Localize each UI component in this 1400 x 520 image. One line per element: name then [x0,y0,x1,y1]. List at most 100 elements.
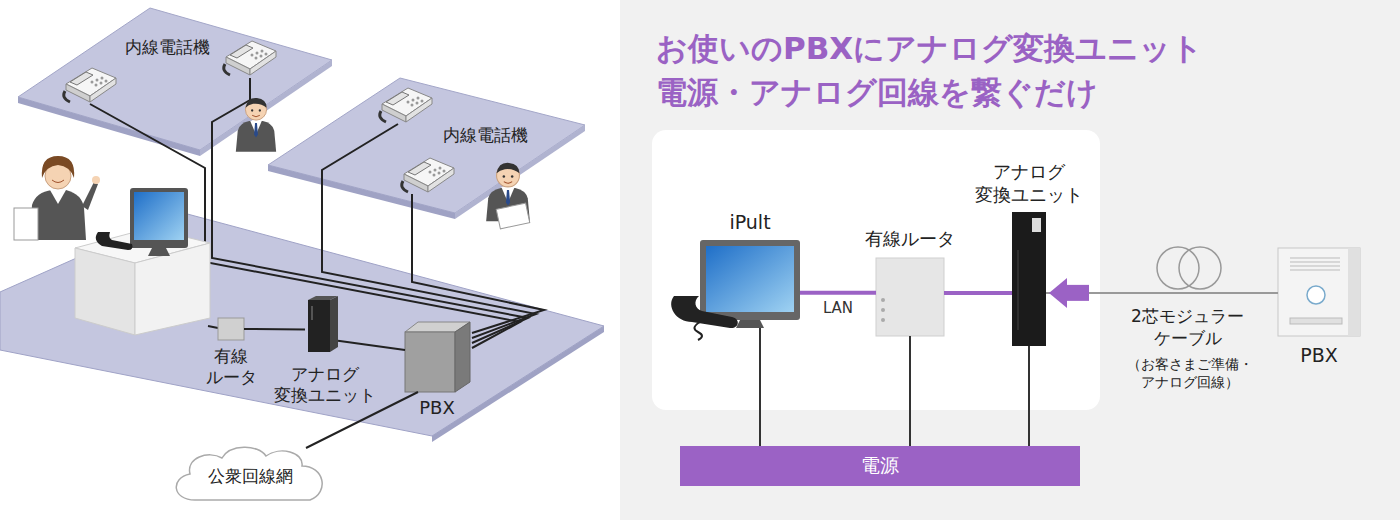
connector [1046,278,1278,308]
extension-phones-part [224,41,276,75]
right-devices-part-part [1290,266,1340,267]
right-devices-part [671,296,738,328]
right-devices-part [1290,318,1342,324]
connector [244,329,305,331]
reception-desk-part [96,232,133,250]
connector-line [338,341,405,350]
right-devices-part [881,298,885,302]
arrow-shaft [1067,285,1089,301]
right-devices-part [736,320,764,328]
connector-line [909,336,911,446]
phone-wires-part [412,194,544,333]
right-devices-part [876,258,944,336]
connector-line [944,291,1012,295]
phone-wires-part [208,326,218,328]
right-devices-part [881,318,885,322]
extension-phones [64,41,454,192]
node-label: 公衆回線網 [208,466,293,487]
connector-line [244,328,305,331]
free-label: 内線電話機 [443,124,553,146]
node-label: iPult [710,211,790,235]
left-floors-part [18,8,332,150]
left-floors [0,8,604,442]
analog-unit-device: アナログ 変換ユニット [1012,212,1046,346]
free-label: 2芯モジュラー ケーブル [1120,305,1255,349]
right-devices [671,212,1360,346]
free-label: 内線電話機 [125,36,235,58]
free-label: （お客さまご準備・ アナログ回線） [1116,355,1264,391]
public-network-cloud: 公衆回線網 [170,448,330,505]
connector-line [759,328,761,446]
office-people-part [50,190,66,204]
right-devices-part [1348,248,1360,336]
left-devices-part [308,300,330,352]
right-devices-part [700,240,800,320]
phone-wires-part [322,124,536,338]
reception-desk-part [130,188,188,248]
right-devices-part [1018,250,1019,330]
office-people-part [42,156,74,178]
office-people-part [496,203,530,229]
reception-desk-part [135,243,210,335]
right-devices-part [706,246,794,312]
diagram-title: お使いのPBXにアナログ変換ユニット 電源・アナログ回線を繋ぐだけ [656,26,1276,114]
connector-line [800,291,876,295]
router-device: 有線 ルータ [218,318,244,340]
left-devices-part [308,296,338,300]
ipult-terminal: iPult [700,240,800,328]
connector-label: LAN [823,299,853,317]
node-label: PBX [1279,344,1359,368]
connector [944,293,1012,294]
right-devices-part-part [1290,258,1340,259]
office-people-part [82,182,98,210]
left-devices-part [455,322,470,392]
arrow-head [1049,278,1067,308]
left-devices-part [312,306,313,320]
extension-phones-part [380,88,432,122]
right-devices-part [1032,218,1041,232]
right-devices-part-part [1290,262,1340,263]
left-devices [176,296,470,500]
left-devices-part [405,332,455,392]
right-devices-part [1307,286,1325,304]
analog-unit-device: アナログ 変換ユニット [305,296,338,352]
connector [338,341,405,350]
pbx-device: PBX [1278,248,1360,336]
node-label: PBX [407,397,467,420]
office-people-part [92,176,100,184]
extension-phones-part [64,68,116,102]
reception-desk [75,188,210,335]
left-floors-part [268,78,585,213]
node-label: 有線ルータ [850,228,970,251]
node-label: アナログ 変換ユニット [964,161,1094,206]
right-devices-part [881,308,885,312]
connector [1029,346,1030,446]
right-devices-part [694,322,702,340]
extension-phones-part [402,158,454,192]
right-background-part [652,130,1100,410]
connector [760,328,761,446]
left-devices-part [218,318,244,340]
router-device: 有線ルータ [876,258,944,336]
left-devices-part [176,447,322,500]
office-people-part [52,180,64,183]
right-devices-part-part [1290,270,1340,271]
reception-desk-part [148,248,170,256]
connector [910,336,911,446]
right-devices-part [1179,247,1221,289]
connector-line [1028,346,1030,446]
right-background-part [620,0,1400,520]
right-devices-part [1278,248,1360,336]
right-devices-part [1290,258,1340,270]
office-people-part [236,98,276,152]
node-label: 有線 ルータ [200,346,262,389]
right-background [620,0,1400,520]
connector [800,292,876,293]
left-devices-part [330,296,338,352]
left-floors-part [18,97,200,156]
pbx-device: PBX [405,322,470,392]
node-label: アナログ 変換ユニット [265,364,385,407]
reception-desk-part [134,192,184,240]
